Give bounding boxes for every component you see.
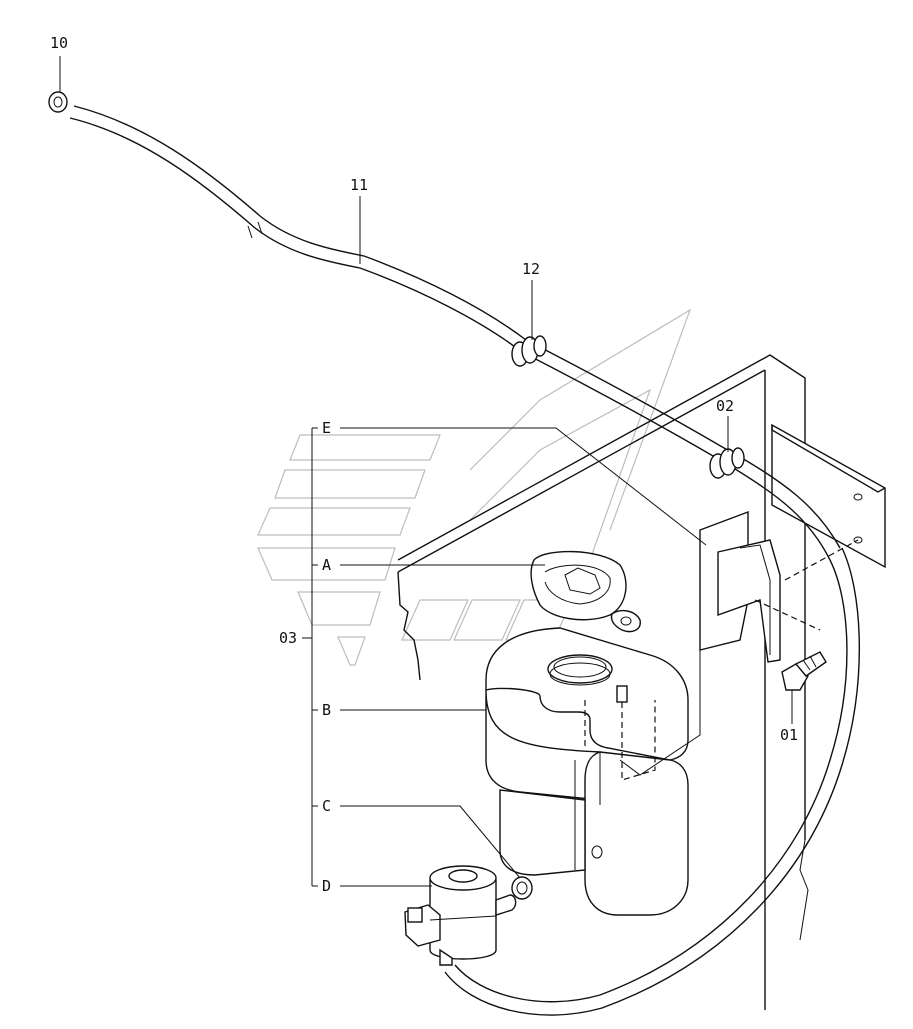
label-part-12: 12 (522, 260, 540, 278)
label-sub-e: E (322, 419, 331, 437)
part-C-seal-ring (511, 876, 533, 900)
label-part-11: 11 (350, 176, 368, 194)
leader-lines (59, 56, 793, 887)
hose-11 (69, 105, 841, 561)
label-sub-c: C (322, 797, 331, 815)
hose-lower (444, 547, 860, 1016)
mounting-plate (771, 423, 886, 569)
bracket-panel (397, 354, 809, 1010)
part-02-grommet (709, 447, 745, 479)
part-A-tank-cap (530, 550, 641, 633)
label-sub-b: B (322, 701, 331, 719)
label-part-02: 02 (716, 397, 734, 415)
label-part-03: 03 (279, 629, 297, 647)
label-part-01: 01 (780, 726, 798, 744)
label-sub-a: A (322, 556, 331, 574)
tank-hanger-bracket (699, 510, 859, 663)
label-sub-d: D (322, 877, 331, 895)
part-10-washer-ring (48, 91, 68, 113)
label-part-10: 10 (50, 34, 68, 52)
part-D-washer-pump (404, 865, 517, 966)
part-12-grommet (511, 335, 547, 367)
part-01-bolt (781, 651, 827, 691)
part-B-washer-tank (485, 580, 701, 916)
